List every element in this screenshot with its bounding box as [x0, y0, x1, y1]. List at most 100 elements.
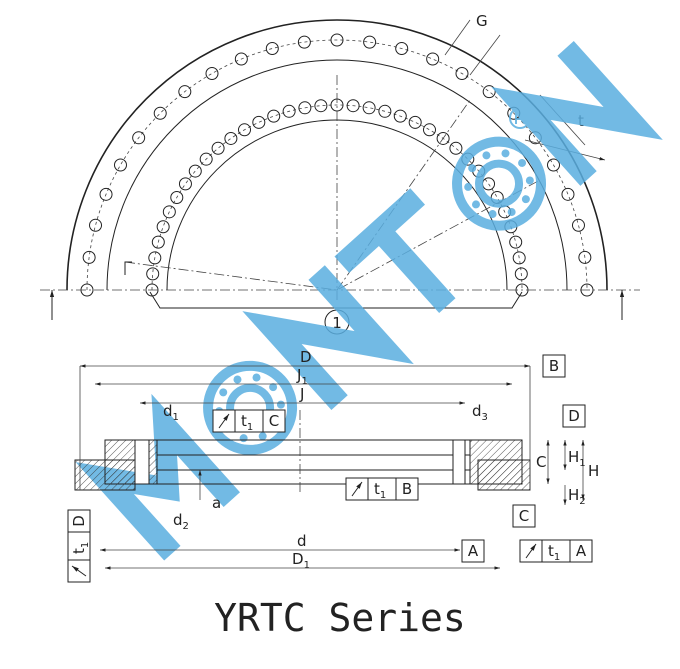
- dim-label-d3: d3: [472, 402, 488, 423]
- left-outer-ring: [74, 459, 136, 491]
- tolerance-datum: A: [576, 542, 587, 560]
- tolerance-datum: C: [269, 412, 279, 430]
- outer-bolt-hole: [547, 158, 561, 172]
- inner-bolt-hole: [170, 191, 184, 204]
- watermark-ball: [219, 388, 228, 397]
- g-leader-2: [469, 34, 501, 76]
- inner-bolt-hole: [151, 235, 165, 249]
- inner-bolt-hole: [156, 220, 170, 234]
- inner-bolt-hole: [449, 141, 463, 155]
- inner-bolt-hole: [267, 109, 281, 123]
- outer-bolt-hole: [571, 218, 585, 232]
- outer-bolt-hole: [482, 85, 496, 99]
- inner-bolt-hole: [482, 177, 496, 191]
- watermark-ball: [233, 375, 242, 384]
- watermark-ball: [252, 373, 261, 382]
- outer-bolt-hole: [363, 35, 377, 49]
- watermark-ball: [464, 182, 473, 191]
- dim-label-H2: H2: [568, 486, 586, 507]
- outer-bolt-hole: [426, 52, 440, 66]
- inner-bolt-hole: [314, 99, 328, 113]
- watermark-ball: [468, 164, 477, 173]
- runout-arrow-icon: [525, 543, 537, 559]
- inner-bolt-hole: [346, 99, 360, 113]
- registered-mark: [509, 107, 531, 129]
- shaft-washer: [156, 439, 471, 485]
- watermark-ball: [507, 208, 516, 217]
- outer-bolt-hole: [395, 42, 409, 56]
- datum-box-D: [562, 404, 586, 428]
- outer-bolt-hole: [153, 106, 167, 120]
- dim-label-H: H: [588, 462, 599, 480]
- outer-bolt-hole: [82, 250, 96, 264]
- inner-bolt-hole: [408, 115, 422, 129]
- inner-bolt-hole: [298, 101, 312, 115]
- outer-bolt-hole: [132, 131, 146, 145]
- inner-bolt-hole: [282, 104, 296, 118]
- watermark-ball: [258, 432, 267, 441]
- tolerance-frame: t1 A: [519, 539, 593, 563]
- watermark-ball: [276, 400, 285, 409]
- dim-label-d2: d2: [173, 511, 189, 532]
- inner-bolt-hole: [362, 101, 376, 115]
- outer-bolt-hole: [89, 218, 103, 232]
- inner-bolt-hole: [188, 164, 202, 178]
- inner-bolt-hole: [252, 115, 266, 129]
- outer-bolt-circle: [86, 39, 588, 291]
- runout-arrow-icon: [71, 565, 87, 577]
- tolerance-value: t1: [374, 480, 386, 501]
- datum-box-A: [461, 539, 485, 563]
- series-title: YRTC Series: [214, 596, 466, 640]
- inner-bolt-hole: [436, 131, 450, 145]
- runout-arrow-icon: [218, 413, 230, 429]
- dim-label-J: J: [299, 385, 304, 403]
- inner-bolt-hole: [423, 123, 436, 137]
- inner-bolt-hole: [509, 235, 523, 249]
- section-line: [124, 179, 541, 291]
- dim-label-C: C: [536, 453, 546, 471]
- inner-bolt-hole: [224, 131, 238, 145]
- inner-bolt-hole: [178, 177, 192, 191]
- datum-box-B: [542, 354, 566, 378]
- dim-label-D: D: [300, 348, 312, 366]
- inner-bolt-hole: [211, 141, 225, 155]
- watermark-ball: [488, 210, 497, 219]
- datum-label: D: [568, 407, 580, 425]
- right-outer-ring: [477, 459, 531, 491]
- g-label: G: [476, 12, 488, 30]
- tolerance-frame: t1 C: [212, 409, 286, 433]
- tolerance-value: t1: [241, 412, 253, 433]
- tolerance-value: t1: [548, 542, 560, 563]
- dim-label-J1: J1: [296, 366, 308, 387]
- inner-bolt-hole: [162, 205, 176, 219]
- inner-bolt-hole: [146, 267, 160, 281]
- watermark-ball: [521, 195, 530, 204]
- watermark-letter-t: [334, 188, 456, 313]
- watermark-ball: [239, 434, 248, 443]
- watermark-letter-n: [242, 265, 414, 410]
- tolerance-frame: t1D: [67, 509, 91, 583]
- inner-bolt-hole: [148, 251, 162, 265]
- dim-label-d: d: [297, 532, 307, 550]
- g-leader: [444, 19, 471, 56]
- watermark-ball: [471, 200, 480, 209]
- dim-label-a: a: [212, 494, 221, 512]
- watermark-letter-n: [491, 41, 663, 186]
- outer-bolt-hole: [578, 250, 592, 264]
- inner-bolt-hole: [393, 109, 407, 123]
- watermark-ball: [501, 149, 510, 158]
- watermark-ball: [518, 158, 527, 167]
- inner-bolt-hole: [514, 267, 528, 281]
- runout-arrow-icon: [351, 481, 363, 497]
- inner-bolt-hole: [199, 152, 213, 166]
- datum-label: B: [549, 357, 559, 375]
- watermark-ball: [525, 176, 534, 185]
- outer-bolt-hole: [178, 85, 192, 99]
- section-marker: [124, 261, 132, 275]
- tolerance-value: t1: [70, 542, 91, 554]
- left-bolt: [134, 439, 150, 485]
- outer-bolt-hole: [297, 35, 311, 49]
